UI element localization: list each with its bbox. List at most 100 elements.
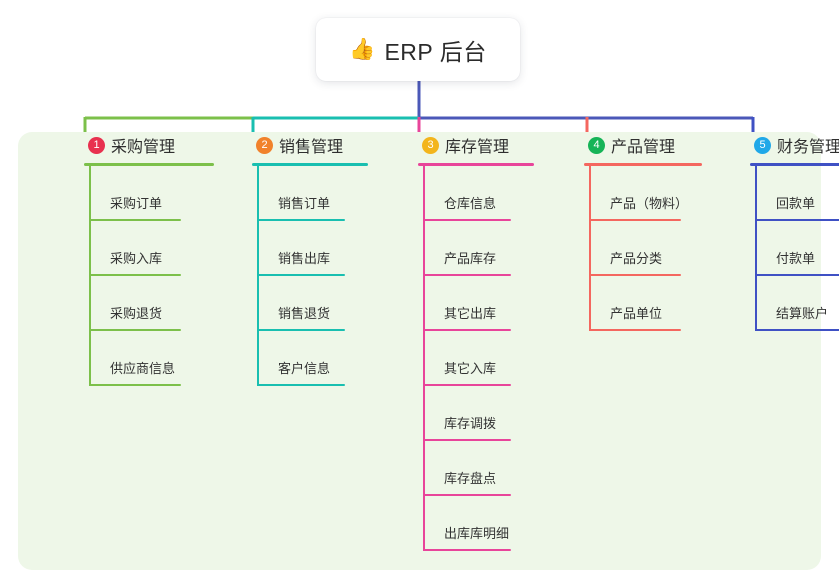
branch-item[interactable]: 销售出库	[257, 221, 368, 276]
branch-header-underline	[84, 163, 214, 166]
branch-title: 财务管理	[777, 139, 839, 156]
branch-item[interactable]: 库存调拨	[423, 386, 534, 441]
branch-item-label: 其它入库	[444, 361, 497, 376]
branch-item-label: 库存盘点	[444, 471, 497, 486]
branch-number-badge: 3	[422, 136, 439, 154]
branch-item-underline	[89, 329, 181, 331]
branch-item-underline	[423, 549, 511, 551]
branch-item-underline	[423, 329, 511, 331]
branch-item-underline	[89, 274, 181, 276]
branch-title: 销售管理	[279, 139, 344, 156]
branch-items: 采购订单采购入库采购退货供应商信息	[89, 166, 214, 386]
branch-item-label: 销售出库	[278, 251, 331, 266]
branch-item[interactable]: 销售退货	[257, 276, 368, 331]
branch-item[interactable]: 产品单位	[589, 276, 702, 331]
branch-item-underline	[589, 329, 681, 331]
branch-item[interactable]: 结算账户	[755, 276, 839, 331]
branch-item-label: 仓库信息	[444, 196, 497, 211]
branch-item-underline	[423, 384, 511, 386]
branch-item-label: 产品库存	[444, 251, 497, 266]
branch-item-label: 采购订单	[110, 196, 163, 211]
branch-item-label: 客户信息	[278, 361, 331, 376]
branch-items: 销售订单销售出库销售退货客户信息	[257, 166, 368, 386]
branch-item-underline	[589, 219, 681, 221]
branch-item-label: 付款单	[776, 251, 816, 266]
branch-item[interactable]: 回款单	[755, 166, 839, 221]
branch-column-2: 2 销售管理销售订单销售出库销售退货客户信息	[235, 132, 368, 386]
branch-column-5: 5 财务管理回款单付款单结算账户	[733, 132, 839, 331]
branch-item[interactable]: 采购订单	[89, 166, 214, 221]
branch-item-label: 产品单位	[610, 306, 663, 321]
branch-column-3: 3 库存管理仓库信息产品库存其它出库其它入库库存调拨库存盘点出库库明细	[401, 132, 534, 551]
branch-header-underline	[584, 163, 702, 166]
branch-item-underline	[755, 219, 839, 221]
branch-item[interactable]: 库存盘点	[423, 441, 534, 496]
branch-item-label: 销售订单	[278, 196, 331, 211]
branch-item-underline	[755, 274, 839, 276]
branch-item-underline	[423, 439, 511, 441]
branch-header-2[interactable]: 2 销售管理	[235, 132, 368, 158]
branch-item-underline	[423, 219, 511, 221]
branch-title: 采购管理	[111, 139, 176, 156]
branch-item[interactable]: 产品分类	[589, 221, 702, 276]
branch-spine-line	[589, 166, 591, 331]
branch-item-label: 库存调拨	[444, 416, 497, 431]
branch-spine-line	[755, 166, 757, 331]
branches-panel: 1 采购管理采购订单采购入库采购退货供应商信息 2 销售管理销售订单销售出库销售退货客…	[18, 132, 839, 570]
branch-number-badge: 2	[256, 136, 273, 154]
branch-item-underline	[755, 329, 839, 331]
branch-number-badge: 5	[754, 136, 771, 154]
branch-header-1[interactable]: 1 采购管理	[67, 132, 214, 158]
branch-header-5[interactable]: 5 财务管理	[733, 132, 839, 158]
root-node-content: 👍 ERP 后台	[349, 33, 486, 67]
branch-item[interactable]: 付款单	[755, 221, 839, 276]
branch-item-label: 出库库明细	[444, 526, 510, 541]
branch-item-label: 销售退货	[278, 306, 331, 321]
branch-header-3[interactable]: 3 库存管理	[401, 132, 534, 158]
branch-item-label: 产品（物料）	[610, 196, 689, 211]
root-node[interactable]: 👍 ERP 后台	[316, 18, 520, 81]
branch-item-underline	[589, 274, 681, 276]
branch-title: 库存管理	[445, 139, 510, 156]
branch-item-underline	[257, 274, 345, 276]
branch-spine-line	[423, 166, 425, 551]
branch-item[interactable]: 客户信息	[257, 331, 368, 386]
branch-spine-line	[89, 166, 91, 386]
branch-item[interactable]: 销售订单	[257, 166, 368, 221]
branch-item-underline	[89, 384, 181, 386]
branch-item[interactable]: 采购入库	[89, 221, 214, 276]
branch-item-underline	[257, 219, 345, 221]
branch-items: 产品（物料） 产品分类产品单位	[589, 166, 702, 331]
thumbs-up-icon: 👍	[349, 38, 376, 61]
branch-title: 产品管理	[611, 139, 676, 156]
branch-item[interactable]: 其它入库	[423, 331, 534, 386]
branch-item[interactable]: 供应商信息	[89, 331, 214, 386]
branch-item-label: 供应商信息	[110, 361, 176, 376]
branch-number-badge: 1	[88, 136, 105, 154]
branch-item-underline	[257, 384, 345, 386]
branch-item-label: 回款单	[776, 196, 816, 211]
branch-item-underline	[423, 274, 511, 276]
branch-spine-line	[257, 166, 259, 386]
branch-item[interactable]: 仓库信息	[423, 166, 534, 221]
branch-item[interactable]: 产品库存	[423, 221, 534, 276]
branch-items: 回款单付款单结算账户	[755, 166, 839, 331]
branch-item-underline	[257, 329, 345, 331]
branch-item-label: 其它出库	[444, 306, 497, 321]
branch-item[interactable]: 采购退货	[89, 276, 214, 331]
branch-item[interactable]: 出库库明细	[423, 496, 534, 551]
branch-header-underline	[750, 163, 839, 166]
branch-items: 仓库信息产品库存其它出库其它入库库存调拨库存盘点出库库明细	[423, 166, 534, 551]
root-node-title: ERP 后台	[384, 38, 487, 65]
branch-item-underline	[423, 494, 511, 496]
branch-item-underline	[89, 219, 181, 221]
branch-item-label: 采购入库	[110, 251, 163, 266]
branch-item[interactable]: 产品（物料）	[589, 166, 702, 221]
branch-column-1: 1 采购管理采购订单采购入库采购退货供应商信息	[67, 132, 214, 386]
branch-header-underline	[252, 163, 368, 166]
branch-item-label: 产品分类	[610, 251, 663, 266]
branch-item[interactable]: 其它出库	[423, 276, 534, 331]
